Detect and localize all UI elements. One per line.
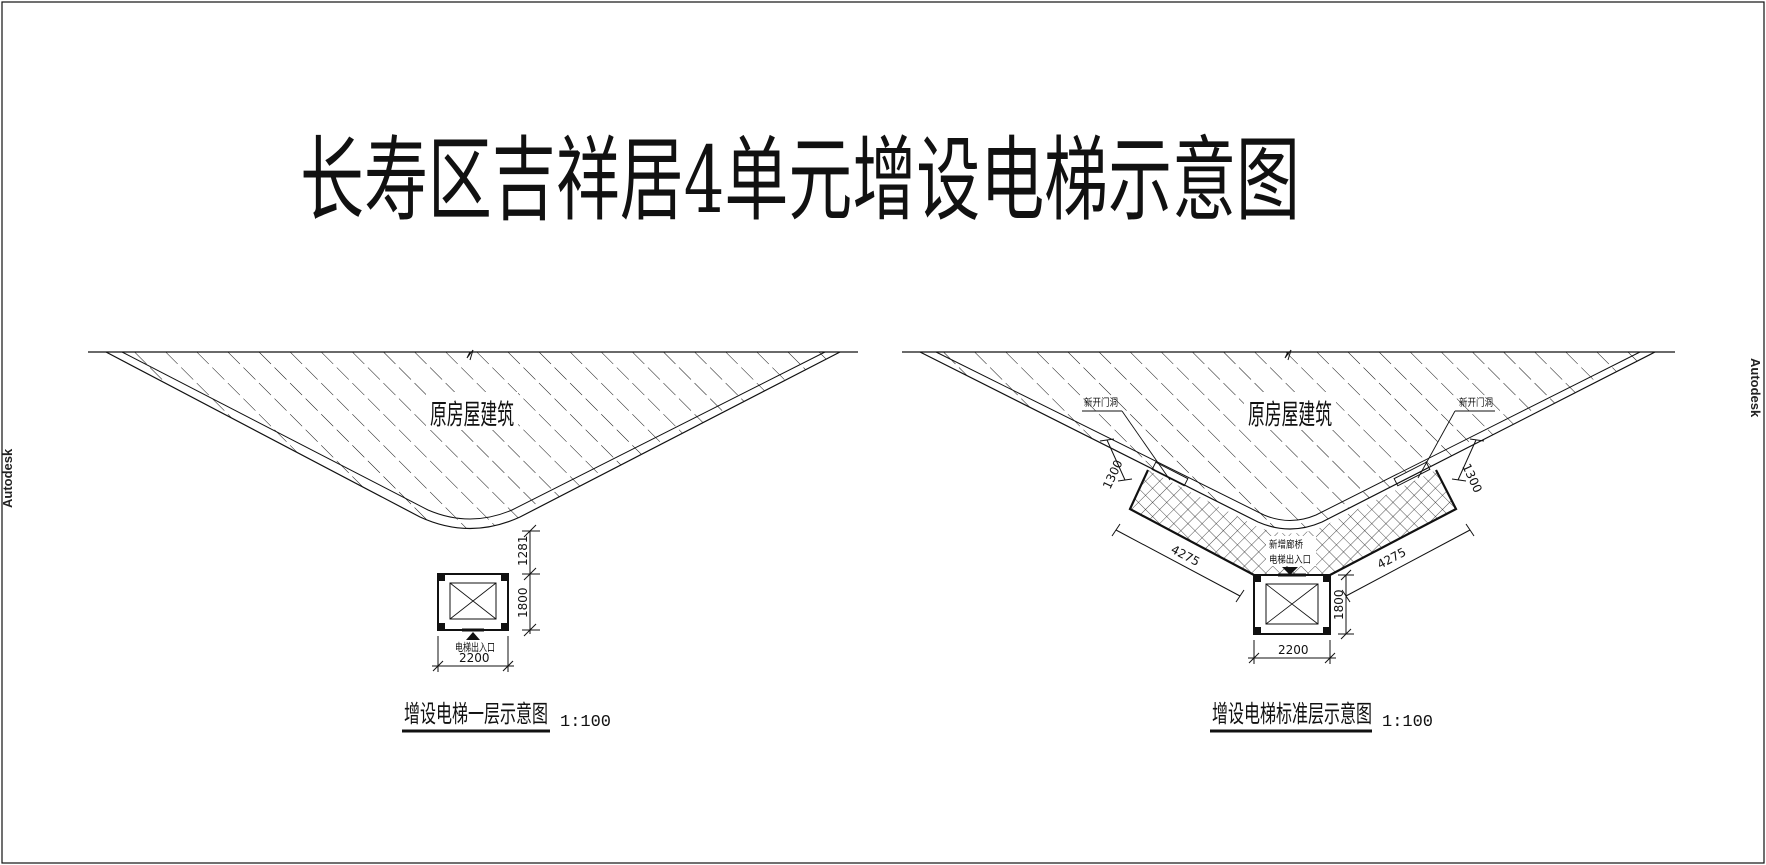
left-entrance-arrow-icon <box>466 632 480 640</box>
left-elevator-shaft: 电梯出入口 <box>437 573 509 654</box>
left-caption: 增设电梯一层示意图 <box>404 700 548 728</box>
left-existing-building: 原房屋建筑 <box>88 349 858 530</box>
right-scale: 1:100 <box>1382 713 1433 732</box>
right-elevator-shaft <box>1253 573 1331 635</box>
left-building-label: 原房屋建筑 <box>430 398 514 431</box>
right-door-label-left: 新开门洞 <box>1084 396 1118 409</box>
left-plan: 原房屋建筑 电梯出入口 <box>88 349 858 733</box>
right-plan: 原房屋建筑 新增廊桥 电梯出入口 新开门洞 新开门洞 <box>902 349 1675 733</box>
right-dim-width: 2200 <box>1278 643 1309 657</box>
right-door-leaders <box>1082 410 1495 481</box>
left-dim-gap: 1281 <box>516 535 530 566</box>
right-entrance-arrow-icon <box>1282 567 1298 575</box>
right-existing-building: 原房屋建筑 <box>902 349 1675 530</box>
left-entrance-label: 电梯出入口 <box>455 640 495 654</box>
right-building-label: 原房屋建筑 <box>1248 398 1332 431</box>
right-new-corridor: 新增廊桥 电梯出入口 <box>1128 461 1458 576</box>
watermark-right: Autodesk <box>1748 358 1763 418</box>
right-door-label-right: 新开门洞 <box>1459 396 1493 409</box>
right-caption: 增设电梯标准层示意图 <box>1212 700 1372 728</box>
right-corridor-label: 新增廊桥 <box>1269 538 1303 551</box>
drawing-title: 长寿区吉祥居4单元增设电梯示意图 <box>300 127 1300 234</box>
right-dim-depth: 1800 <box>1332 589 1346 620</box>
right-entrance-label: 电梯出入口 <box>1269 553 1311 566</box>
right-dimensions <box>1099 438 1485 664</box>
right-dim-left-run: 4275 <box>1169 542 1203 569</box>
left-dim-depth: 1800 <box>516 587 530 618</box>
right-dim-right-side: 1300 <box>1459 461 1485 495</box>
watermark-left: Autodesk <box>0 448 15 508</box>
left-scale: 1:100 <box>560 713 611 732</box>
right-dim-left-side: 1300 <box>1100 458 1126 492</box>
left-dimensions <box>432 524 540 672</box>
left-dim-width: 2200 <box>459 651 490 665</box>
